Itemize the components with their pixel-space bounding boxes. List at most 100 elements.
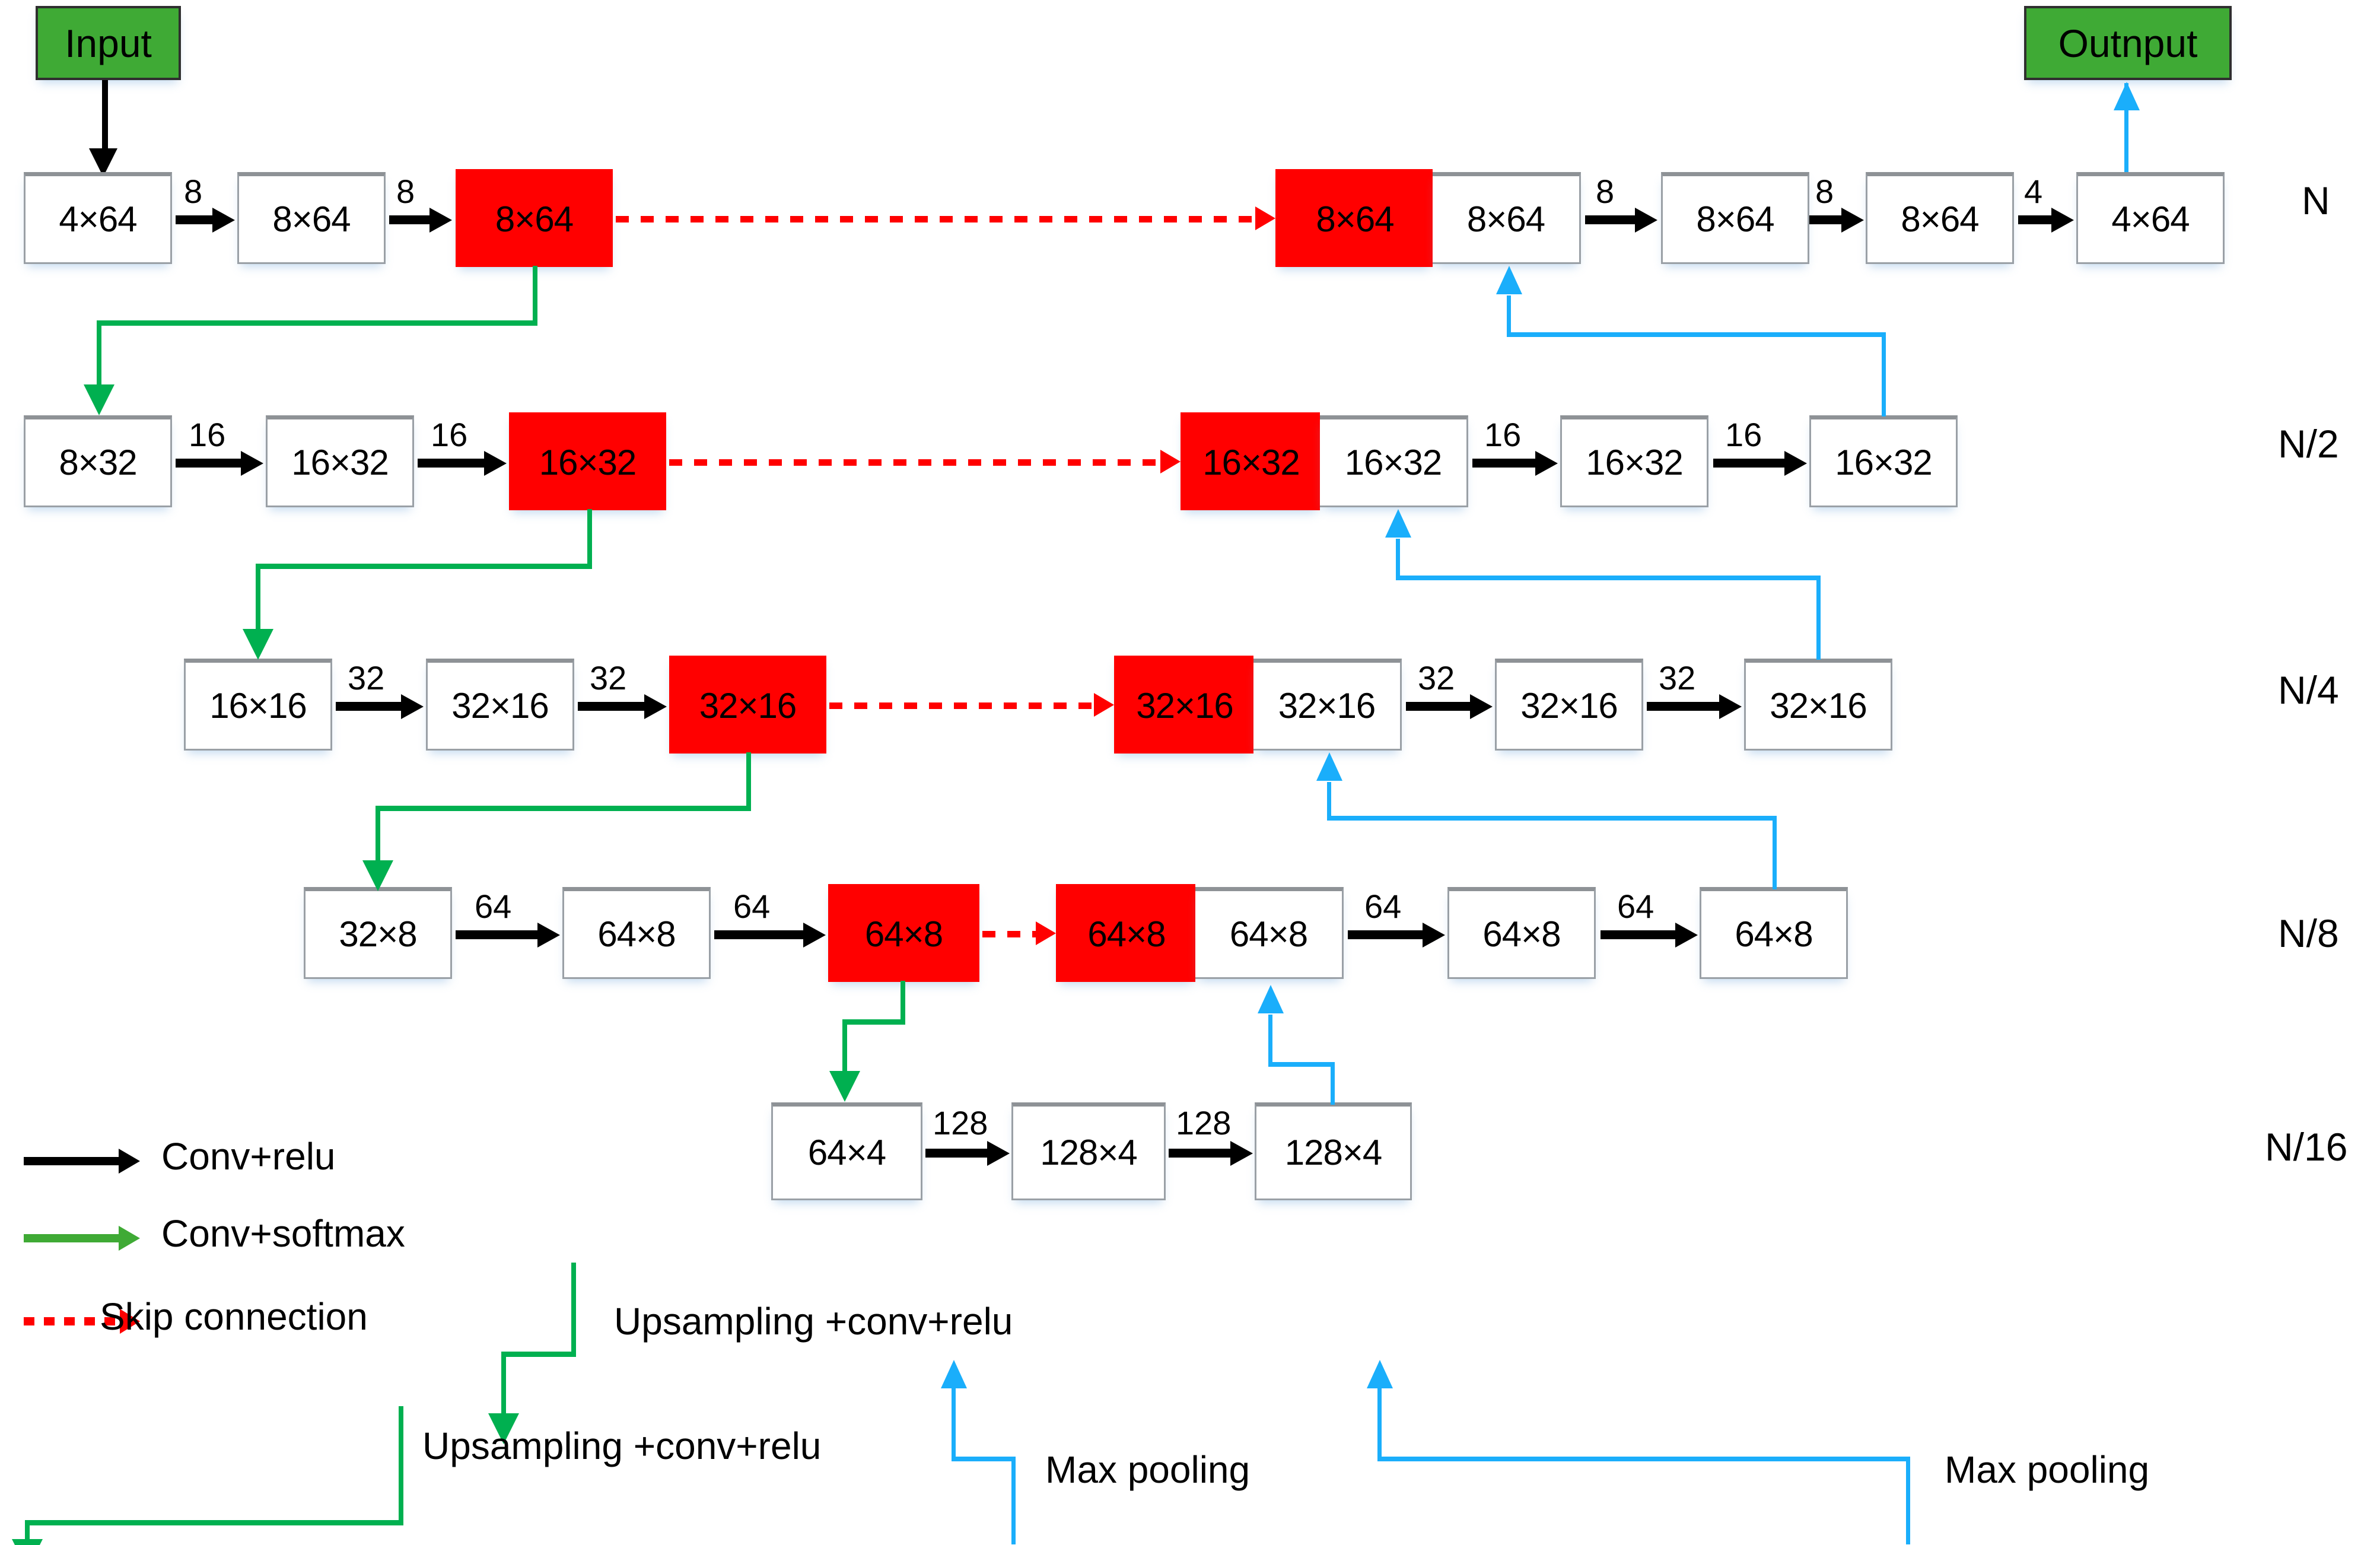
- row3-box-0-label: 32×8: [339, 914, 417, 954]
- maxpool-2-vert-right: [1906, 1457, 1910, 1544]
- legend-conv-softmax-arrow: [24, 1226, 142, 1251]
- downpath-0-vert-left: [97, 325, 101, 390]
- row2-box-0[interactable]: 16×16: [184, 659, 332, 751]
- row0-box-7[interactable]: 4×64: [2076, 172, 2225, 264]
- uppath-2-horiz: [1327, 816, 1777, 821]
- row3-box-5[interactable]: 64×8: [1447, 887, 1596, 979]
- row0-box-3[interactable]: 8×64: [1275, 169, 1433, 267]
- row2-box-6[interactable]: 32×16: [1744, 659, 1892, 751]
- row2-conv-label-3: 32: [1659, 659, 1696, 697]
- downpath-0-vert-right: [533, 266, 537, 325]
- row3-conv-label-3: 64: [1617, 888, 1654, 925]
- row1-conv-arrow-2: [1472, 451, 1558, 476]
- row1-box-2[interactable]: 16×32: [509, 412, 666, 510]
- row1-box-4[interactable]: 16×32: [1320, 415, 1468, 507]
- row1-box-1-label: 16×32: [291, 442, 389, 482]
- row4-box-1-label: 128×4: [1040, 1132, 1138, 1172]
- downpath-1-vert-right: [587, 509, 592, 568]
- row0-box-6[interactable]: 8×64: [1866, 172, 2014, 264]
- scale-label-n2: N/2: [2278, 422, 2339, 466]
- row1-conv-label-1: 16: [431, 416, 468, 453]
- legend-skip-connection-arrow: [24, 1309, 142, 1334]
- downpath-2-arrow-head: [362, 860, 393, 891]
- downpath-0-arrow-head: [84, 384, 114, 415]
- row2-conv-arrow-0: [336, 694, 424, 719]
- input-node[interactable]: Input: [36, 6, 181, 80]
- output-node-label: Outnput: [2058, 21, 2198, 65]
- row2-conv-label-0: 32: [348, 659, 385, 697]
- row1-conv-arrow-1: [418, 451, 507, 476]
- maxpool-1-arrow-head: [941, 1360, 967, 1388]
- row2-conv-label-1: 32: [590, 659, 627, 697]
- row3-box-6[interactable]: 64×8: [1700, 887, 1848, 979]
- row2-box-2[interactable]: 32×16: [669, 656, 826, 754]
- input-arrow-shaft: [102, 80, 108, 151]
- row0-box-4[interactable]: 8×64: [1433, 172, 1581, 264]
- uppath-1-horiz: [1396, 576, 1821, 580]
- uppath-0-horiz: [1507, 332, 1886, 337]
- row0-box-0[interactable]: 4×64: [24, 172, 172, 264]
- row0-conv-label-0: 8: [184, 173, 203, 210]
- row3-box-1-label: 64×8: [597, 914, 676, 954]
- row4-conv-label-0: 128: [933, 1104, 988, 1142]
- row3-box-2-label: 64×8: [864, 914, 943, 954]
- row0-box-1[interactable]: 8×64: [237, 172, 386, 264]
- row1-conv-label-0: 16: [189, 416, 226, 453]
- row1-box-0[interactable]: 8×32: [24, 415, 172, 507]
- uppath-2-vert-right: [1773, 816, 1777, 889]
- row1-box-5-label: 16×32: [1586, 442, 1684, 482]
- downpath-1-vert-left: [256, 568, 260, 635]
- row0-box-5[interactable]: 8×64: [1661, 172, 1809, 264]
- maxpool-2-horiz: [1377, 1457, 1910, 1461]
- output-node[interactable]: Outnput: [2024, 6, 2232, 80]
- uppath-3-arrow-head: [1258, 985, 1284, 1013]
- row3-conv-label-0: 64: [475, 888, 512, 925]
- row3-box-0[interactable]: 32×8: [304, 887, 452, 979]
- row3-conv-arrow-3: [1601, 923, 1698, 948]
- row3-box-2[interactable]: 64×8: [828, 884, 979, 982]
- row1-box-3-label: 16×32: [1202, 442, 1300, 482]
- scale-label-n8: N/8: [2278, 911, 2339, 955]
- row3-conv-arrow-0: [456, 923, 560, 948]
- row1-skip-connection: [669, 450, 1181, 473]
- scale-label-n16: N/16: [2265, 1125, 2348, 1169]
- row2-box-5[interactable]: 32×16: [1495, 659, 1643, 751]
- row3-box-5-label: 64×8: [1482, 914, 1561, 954]
- uppath-3-horiz: [1268, 1062, 1335, 1067]
- row2-box-4[interactable]: 32×16: [1253, 659, 1402, 751]
- row1-box-1[interactable]: 16×32: [266, 415, 414, 507]
- upsampling-2-arrow-head: [12, 1539, 43, 1545]
- maxpool-1-label: Max pooling: [1045, 1448, 1251, 1491]
- row0-box-5-label: 8×64: [1696, 199, 1774, 239]
- row2-skip-connection: [829, 693, 1114, 717]
- row2-box-4-label: 32×16: [1278, 685, 1376, 726]
- row1-box-3[interactable]: 16×32: [1181, 412, 1320, 510]
- row2-box-3[interactable]: 32×16: [1114, 656, 1253, 754]
- upsampling-2-label: Upsampling +conv+relu: [422, 1425, 822, 1467]
- row1-box-6[interactable]: 16×32: [1809, 415, 1958, 507]
- uppath-1-vert-left: [1396, 539, 1400, 577]
- row3-box-4[interactable]: 64×8: [1195, 887, 1344, 979]
- row4-box-2[interactable]: 128×4: [1255, 1102, 1412, 1200]
- row4-box-0[interactable]: 64×4: [771, 1102, 922, 1200]
- row1-conv-label-3: 16: [1725, 416, 1762, 453]
- row4-box-1[interactable]: 128×4: [1011, 1102, 1166, 1200]
- row3-box-6-label: 64×8: [1735, 914, 1813, 954]
- row0-conv-arrow-2: [1585, 208, 1657, 233]
- scale-label-n4: N/4: [2278, 668, 2339, 712]
- row0-box-2[interactable]: 8×64: [456, 169, 613, 267]
- row1-conv-arrow-0: [176, 451, 263, 476]
- maxpool-1-horiz: [952, 1457, 1016, 1461]
- row0-box-4-label: 8×64: [1466, 199, 1545, 239]
- maxpool-2-arrow-head: [1367, 1360, 1393, 1388]
- row1-box-0-label: 8×32: [59, 442, 137, 482]
- row2-box-1[interactable]: 32×16: [426, 659, 574, 751]
- downpath-2-horiz: [376, 806, 751, 811]
- row3-box-1[interactable]: 64×8: [562, 887, 711, 979]
- row1-box-5[interactable]: 16×32: [1560, 415, 1708, 507]
- row0-conv-label-4: 4: [2024, 173, 2043, 210]
- row4-conv-label-1: 128: [1176, 1104, 1232, 1142]
- row2-conv-arrow-1: [578, 694, 667, 719]
- row3-box-3[interactable]: 64×8: [1056, 884, 1195, 982]
- row0-box-3-label: 8×64: [1316, 199, 1394, 239]
